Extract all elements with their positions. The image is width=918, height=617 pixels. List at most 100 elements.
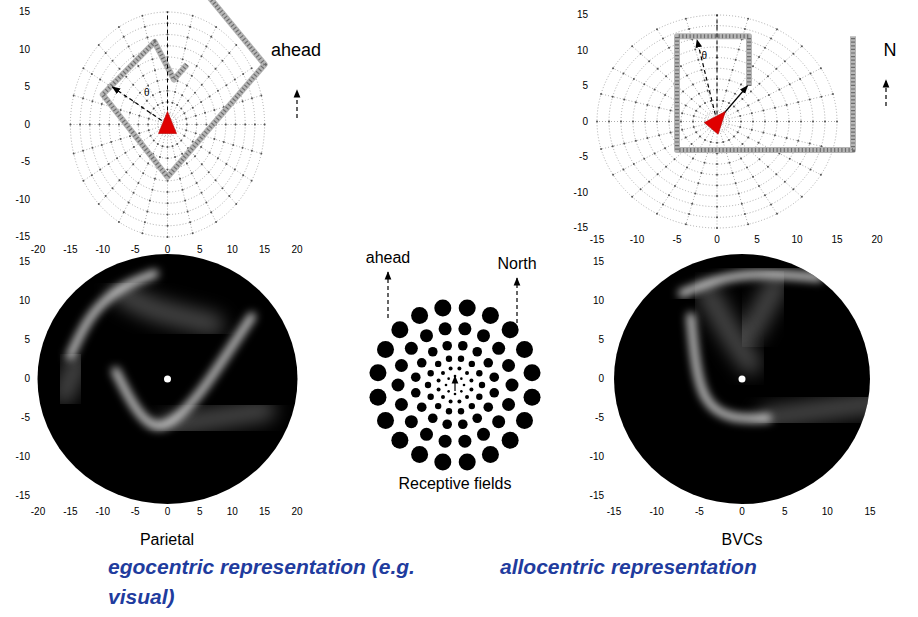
grid-spoke [142,16,167,125]
grid-dot [746,167,748,169]
grid-dot [251,150,253,152]
grid-dot [716,163,718,165]
field-dot [369,389,386,406]
distance-arrow [697,40,717,122]
grid-spoke [717,122,802,197]
grid-dot [185,129,187,131]
grid-dot [151,189,153,191]
grid-dot [242,147,244,149]
tick-label: 5 [24,334,30,346]
grid-dot [664,147,666,149]
field-dot [460,390,463,393]
grid-dot [182,189,184,191]
grid-dot [728,162,730,164]
grid-dot [710,141,712,143]
grid-dot [658,107,660,109]
grid-dot [182,58,184,60]
representation-caption: egocentric representation (e.g. visual) [108,552,420,612]
grid-dot [118,68,120,70]
tick-label: -10 [590,451,604,463]
grid-dot [739,115,741,117]
grid-dot [704,162,706,164]
distance-arrow [112,87,167,125]
field-dot [395,398,408,411]
grid-dot [648,60,650,62]
grid-spoke [717,94,833,122]
grid-dot [120,138,122,140]
field-dot [492,342,505,355]
tick-label: -10 [16,451,30,463]
grid-spoke [83,125,167,181]
grid-dot [747,136,749,138]
grid-dot [191,75,193,77]
tick-label: 20 [291,244,302,256]
grid-dot [758,99,760,101]
grid-dot [187,100,189,102]
tick-label: 5 [24,81,30,93]
grid-dot [788,121,790,123]
grid-dot [752,176,754,178]
grid-dot [657,68,659,70]
grid-dot [161,102,163,104]
grid-dot [738,48,740,50]
grid-dot [196,65,198,67]
field-dot [458,408,464,414]
grid-dot [217,90,219,92]
grid-dot [195,132,197,134]
grid-dot [764,194,766,196]
wall [677,36,853,150]
tick-label: -10 [630,234,644,246]
grid-dot [181,94,183,96]
grid-dot [144,26,146,28]
field-dot [469,361,475,367]
grid-dot [697,182,699,184]
grid-dot [176,104,178,106]
field-dot [502,398,515,411]
field-dot [441,395,445,399]
grid-dot [172,102,174,104]
grid-dot [142,172,144,174]
tick-label: 0 [739,506,745,518]
grid-dot [148,118,150,120]
grid-dot [657,173,659,175]
grid-dot [646,104,648,106]
grid-dot [244,124,246,126]
grid-dot [116,157,118,159]
grid-dot [728,79,730,81]
field-dot [459,299,476,316]
grid-ring [597,15,837,228]
grid-dot [99,79,101,81]
grid-dot [622,73,624,75]
grid-dot [185,118,187,120]
field-dot [483,358,493,368]
grid-dot [797,101,799,103]
tick-label: 5 [582,80,588,92]
grid-dot [776,121,778,123]
agent-dot [739,376,746,383]
grid-dot [137,182,139,184]
grid-dot [693,115,695,117]
grid-dot [694,48,696,50]
grid-dot [167,90,169,92]
grid-dot [799,163,801,165]
grid-dot [654,89,656,91]
grid-dot [186,124,188,126]
field-dot [506,379,519,392]
field-dot [469,379,473,383]
activity-ridge [691,317,768,419]
grid-dot [118,26,120,28]
tick-label: 10 [227,244,238,256]
map-ground [28,239,308,519]
grid-dot [200,101,202,103]
tick-label: -15 [590,234,604,246]
grid-dot [210,211,212,213]
field-dot [435,361,441,367]
field-dot [439,435,452,448]
tick-label: 0 [24,373,30,385]
field-dot [434,299,451,316]
grid-dot [764,47,766,49]
direction-label: North [497,255,536,273]
grid-dot [99,169,101,171]
grid-dot [752,65,754,67]
tick-label: -10 [96,506,110,518]
